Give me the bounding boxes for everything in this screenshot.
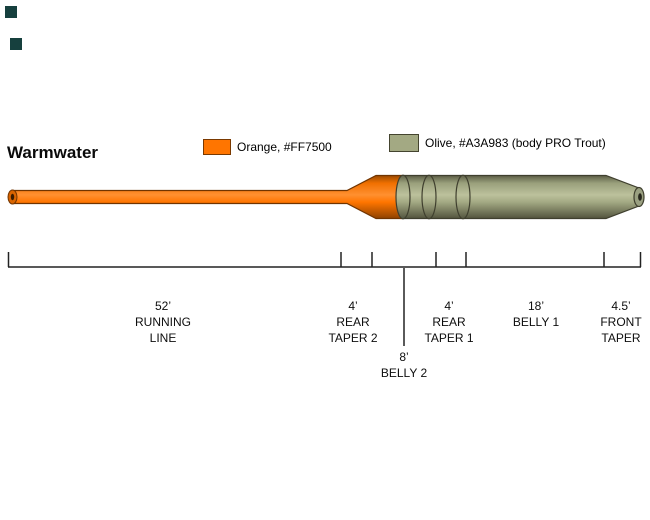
- line-left-endcap-hole: [10, 193, 15, 201]
- page-title: Warmwater: [7, 143, 99, 162]
- section-length: 4’: [444, 299, 454, 313]
- section-name-line: LINE: [149, 331, 177, 345]
- ruler-tick-marks: [7, 252, 642, 267]
- section-length: 18’: [527, 299, 545, 313]
- section-label-belly-2: 8’ BELLY 2: [381, 349, 427, 381]
- section-name-line: TAPER 2: [328, 331, 378, 345]
- section-name-line: REAR: [336, 315, 370, 329]
- legend-item-olive: Olive, #A3A983 (body PRO Trout): [389, 134, 606, 152]
- decor-square-left: [10, 38, 22, 50]
- seam-rear-taper1-right: [455, 174, 471, 220]
- section-name-line: TAPER: [601, 331, 641, 345]
- section-label-rear-taper-1: 4’ REAR TAPER 1: [424, 298, 473, 346]
- section-label-rear-taper-2: 4’ REAR TAPER 2: [328, 298, 377, 346]
- section-length: 52’: [154, 299, 171, 313]
- section-name-line: RUNNING: [135, 315, 191, 329]
- section-length: 4.5’: [611, 299, 631, 313]
- section-label-front-taper: 4.5’ FRONT TAPER: [600, 298, 641, 346]
- section-length: 4’: [348, 299, 358, 313]
- section-name-line: TAPER 1: [424, 331, 474, 345]
- section-length: 8’: [399, 350, 409, 364]
- line-tip-endcap-hole: [638, 193, 642, 201]
- orange-color-swatch: [203, 139, 231, 155]
- section-name-line: REAR: [432, 315, 466, 329]
- section-label-running-line: 52’ RUNNING LINE: [135, 298, 191, 346]
- running-line-shape: [11, 174, 404, 220]
- legend-item-orange: Orange, #FF7500: [203, 139, 332, 155]
- section-label-belly-1: 18’ BELLY 1: [513, 298, 559, 330]
- decor-square-top: [5, 6, 17, 18]
- section-name-line: BELLY 2: [380, 366, 428, 380]
- legend-label-orange: Orange, #FF7500: [237, 140, 332, 154]
- olive-color-swatch: [389, 134, 419, 152]
- seam-belly2-joint: [395, 174, 411, 220]
- legend-label-olive: Olive, #A3A983 (body PRO Trout): [425, 136, 606, 150]
- section-name-line: BELLY 1: [512, 315, 560, 329]
- seam-rear-taper1-left: [421, 174, 437, 220]
- olive-body-shape: [402, 174, 640, 220]
- section-name-line: FRONT: [600, 315, 642, 329]
